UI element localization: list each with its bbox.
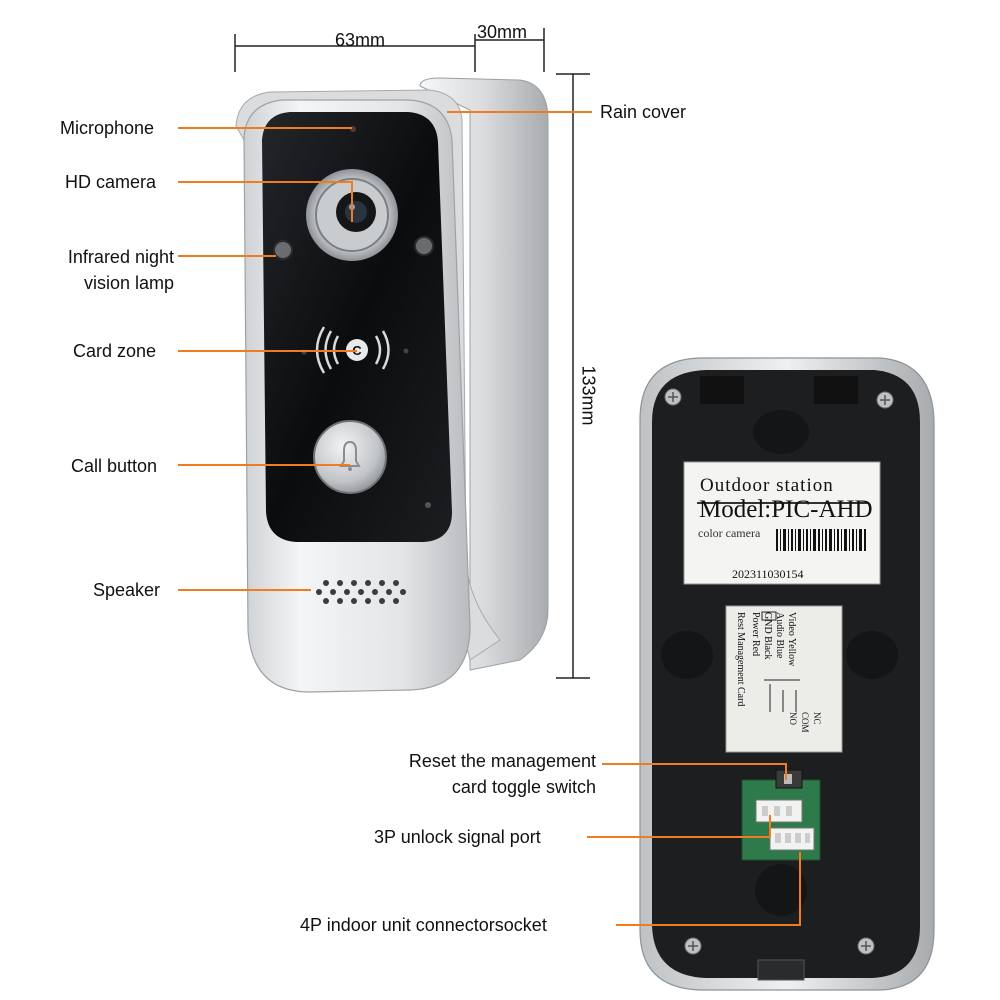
wiring-col3: GND Black <box>762 612 773 660</box>
infrared-lamp-right <box>414 236 434 256</box>
svg-text:C: C <box>352 343 362 358</box>
label-reset-line2: card toggle switch <box>451 777 596 797</box>
wiring-com: COM <box>800 712 810 733</box>
sticker-heading: Outdoor station <box>700 475 834 496</box>
label-infrared-line2: vision lamp <box>83 273 174 293</box>
label-card-zone: Card zone <box>73 341 157 361</box>
dimension-height-label: 133mm <box>578 365 599 426</box>
sticker-serial: 202311030154 <box>732 567 804 581</box>
label-rain-cover: Rain cover <box>600 102 687 122</box>
dimension-width-label: 63mm <box>335 30 386 50</box>
label-call-button: Call button <box>71 456 158 476</box>
front-doorbell: C <box>235 77 549 693</box>
sticker-model: Model:PIC-AHD <box>699 496 873 523</box>
wiring-col5: Rest Management Card <box>735 612 746 707</box>
callout-unlock-port <box>587 815 771 838</box>
callout-reset <box>602 763 787 780</box>
wiring-col2: Audio Blue <box>774 612 785 659</box>
label-reset-line1: Reset the management <box>408 751 596 771</box>
label-hd-camera: HD camera <box>65 172 157 192</box>
wiring-col1: Video Yellow <box>786 612 797 667</box>
dimension-height-line <box>556 73 590 679</box>
wiring-nc: NC <box>812 712 822 725</box>
label-indoor-socket: 4P indoor unit connectorsocket <box>300 915 547 935</box>
label-speaker: Speaker <box>93 580 161 600</box>
speaker-grille <box>316 580 406 604</box>
back-panel <box>639 357 935 991</box>
sticker-subtitle: color camera <box>698 526 761 540</box>
dimension-depth-label: 30mm <box>477 22 528 42</box>
dimension-depth-line <box>475 28 545 72</box>
call-button-shape <box>313 420 387 494</box>
infrared-lamp-left <box>273 240 293 260</box>
barcode <box>776 529 866 551</box>
wiring-diagram-sticker <box>725 605 843 753</box>
label-infrared-line1: Infrared night <box>67 247 174 267</box>
product-label-sticker <box>683 461 881 585</box>
callout-hd-camera <box>178 181 353 222</box>
label-microphone: Microphone <box>60 118 155 138</box>
callout-indoor-socket <box>616 852 801 926</box>
label-unlock-port: 3P unlock signal port <box>374 827 541 847</box>
wiring-no: NO <box>788 712 798 725</box>
wiring-col4: Power Red <box>750 612 761 657</box>
callout-lines <box>178 111 801 926</box>
